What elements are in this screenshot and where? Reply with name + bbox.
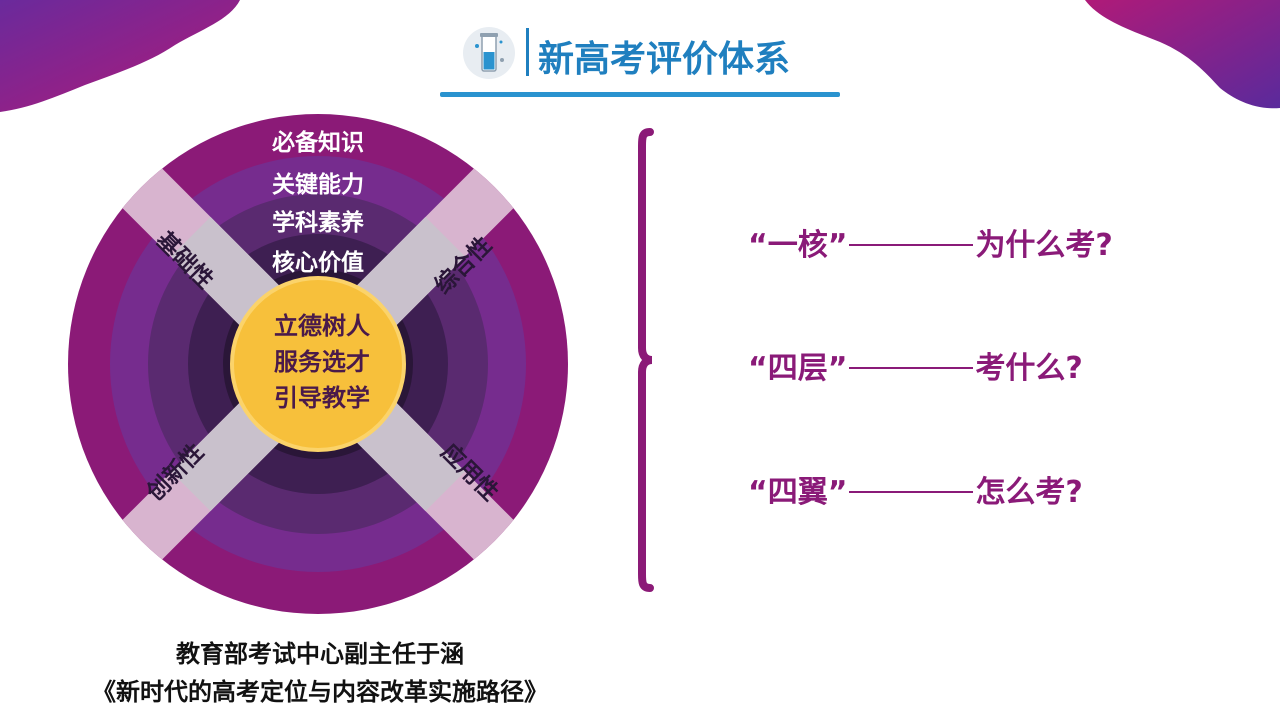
dash-separator	[911, 243, 974, 246]
question-text: 考什么?	[975, 351, 1083, 386]
center-line-2: 服务选才	[274, 348, 370, 376]
dash-separator	[849, 366, 912, 369]
question-term: “一核”	[748, 228, 848, 263]
layer-label-ability: 关键能力	[272, 171, 364, 198]
dash-separator	[849, 490, 912, 493]
center-line-1: 立德树人	[274, 312, 370, 340]
layer-label-knowledge: 必备知识	[272, 129, 364, 156]
question-row-core: “一核” 为什么考?	[748, 220, 1113, 264]
question-text: 为什么考?	[975, 228, 1113, 263]
center-core	[230, 276, 406, 452]
evaluation-system-diagram: 必备知识 关键能力 学科素养 核心价值 立德树人 服务选才 引导教学 基础性 综…	[68, 114, 568, 614]
page-title: 新高考评价体系	[538, 39, 791, 80]
dash-separator	[911, 490, 974, 493]
dash-separator	[849, 243, 912, 246]
title-underline	[440, 92, 840, 97]
question-row-layers: “四层” 考什么?	[748, 343, 1083, 387]
flask-icon	[463, 27, 515, 79]
curly-brace	[638, 128, 654, 592]
source-title: 《新时代的高考定位与内容改革实施路径》	[92, 678, 548, 706]
question-term: “四层”	[748, 351, 848, 386]
source-author: 教育部考试中心副主任于涵	[176, 640, 464, 668]
question-term: “四翼”	[748, 475, 848, 510]
title-separator	[526, 28, 529, 76]
header: 新高考评价体系	[440, 22, 840, 98]
corner-blob-top-left	[0, 0, 240, 112]
question-row-wings: “四翼” 怎么考?	[748, 467, 1083, 511]
layer-label-literacy: 学科素养	[272, 209, 364, 236]
layer-label-values: 核心价值	[272, 249, 364, 276]
corner-blob-top-right	[1085, 0, 1280, 109]
dash-separator	[911, 366, 974, 369]
center-line-3: 引导教学	[274, 384, 370, 412]
question-text: 怎么考?	[975, 475, 1083, 510]
